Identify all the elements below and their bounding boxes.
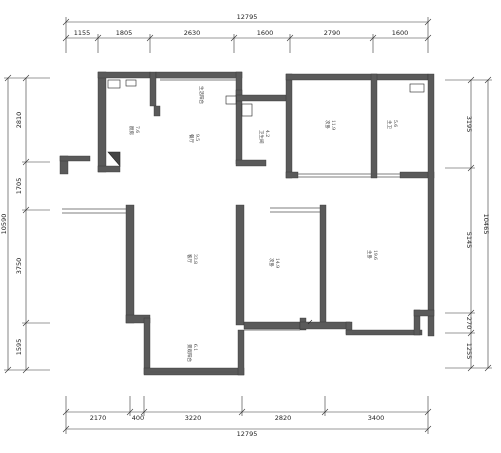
room-label-view-balcony: 景观阳台 [186,344,193,362]
bottom-dimension-chain [62,396,432,434]
room-label-second-bedroom-north: 次卧 [324,120,331,129]
room-label-second-bedroom-south: 次卧 [268,258,275,267]
window-lines [62,77,414,373]
room-label-dining: 餐厅 [188,134,195,143]
room-label-bathroom: 卫生间 [258,130,265,144]
right-dimension-1: 3195 [465,116,473,133]
bottom-dimension-4: 2820 [275,414,292,422]
room-area-living-room: 33.8 [192,254,198,264]
room-area-kitchen: 7.6 [134,126,140,133]
right-dimension-3: 270 [465,317,473,329]
room-labels: 厨房 7.6 生活阳台 餐厅 9.5 卫生间 4.2 次卧 11.9 主卫 5.… [128,86,398,362]
right-dimension-chain [445,76,492,372]
room-label-kitchen: 厨房 [128,126,135,135]
bottom-dimension-1: 2170 [90,414,107,422]
room-area-master-bath: 5.6 [392,120,398,127]
top-dimension-6: 1600 [392,29,409,37]
left-total-dimension: 10590 [0,214,8,235]
room-area-view-balcony: 6.1 [192,344,198,351]
top-dimension-3: 2630 [184,29,201,37]
left-dimension-2: 1705 [15,178,23,195]
top-dimension-5: 2790 [324,29,341,37]
fixtures [107,79,425,325]
room-label-master-bath: 主卫 [386,120,393,129]
top-dimension-4: 1600 [257,29,274,37]
left-dimension-1: 2810 [15,112,23,129]
room-area-second-bedroom-north: 11.9 [330,120,336,130]
bottom-dimension-2: 400 [132,414,144,422]
bottom-total-dimension: 12795 [237,430,258,438]
bottom-dimension-3: 3220 [185,414,202,422]
room-area-dining: 9.5 [194,134,200,141]
right-dimension-4: 1255 [465,343,473,360]
room-label-living-room: 客厅 [186,254,193,263]
left-dimension-3: 3750 [15,258,23,275]
top-total-dimension: 12795 [237,13,258,21]
left-dimension-chain [4,74,50,374]
walls [59,71,435,376]
top-dimension-1: 1155 [74,29,91,37]
left-dimension-4: 1595 [15,339,23,356]
top-dimension-chain [62,17,432,53]
top-dimension-2: 1805 [116,29,133,37]
room-area-master-bedroom: 19.6 [372,250,378,260]
right-total-dimension: 10465 [482,214,490,235]
bottom-dimension-5: 3400 [368,414,385,422]
room-label-master-bedroom: 主卧 [366,250,373,259]
room-area-bathroom: 4.2 [264,130,270,137]
room-area-second-bedroom-south: 14.9 [274,258,280,268]
room-label-utility-balcony: 生活阳台 [198,86,205,104]
right-dimension-2: 5145 [465,232,473,249]
